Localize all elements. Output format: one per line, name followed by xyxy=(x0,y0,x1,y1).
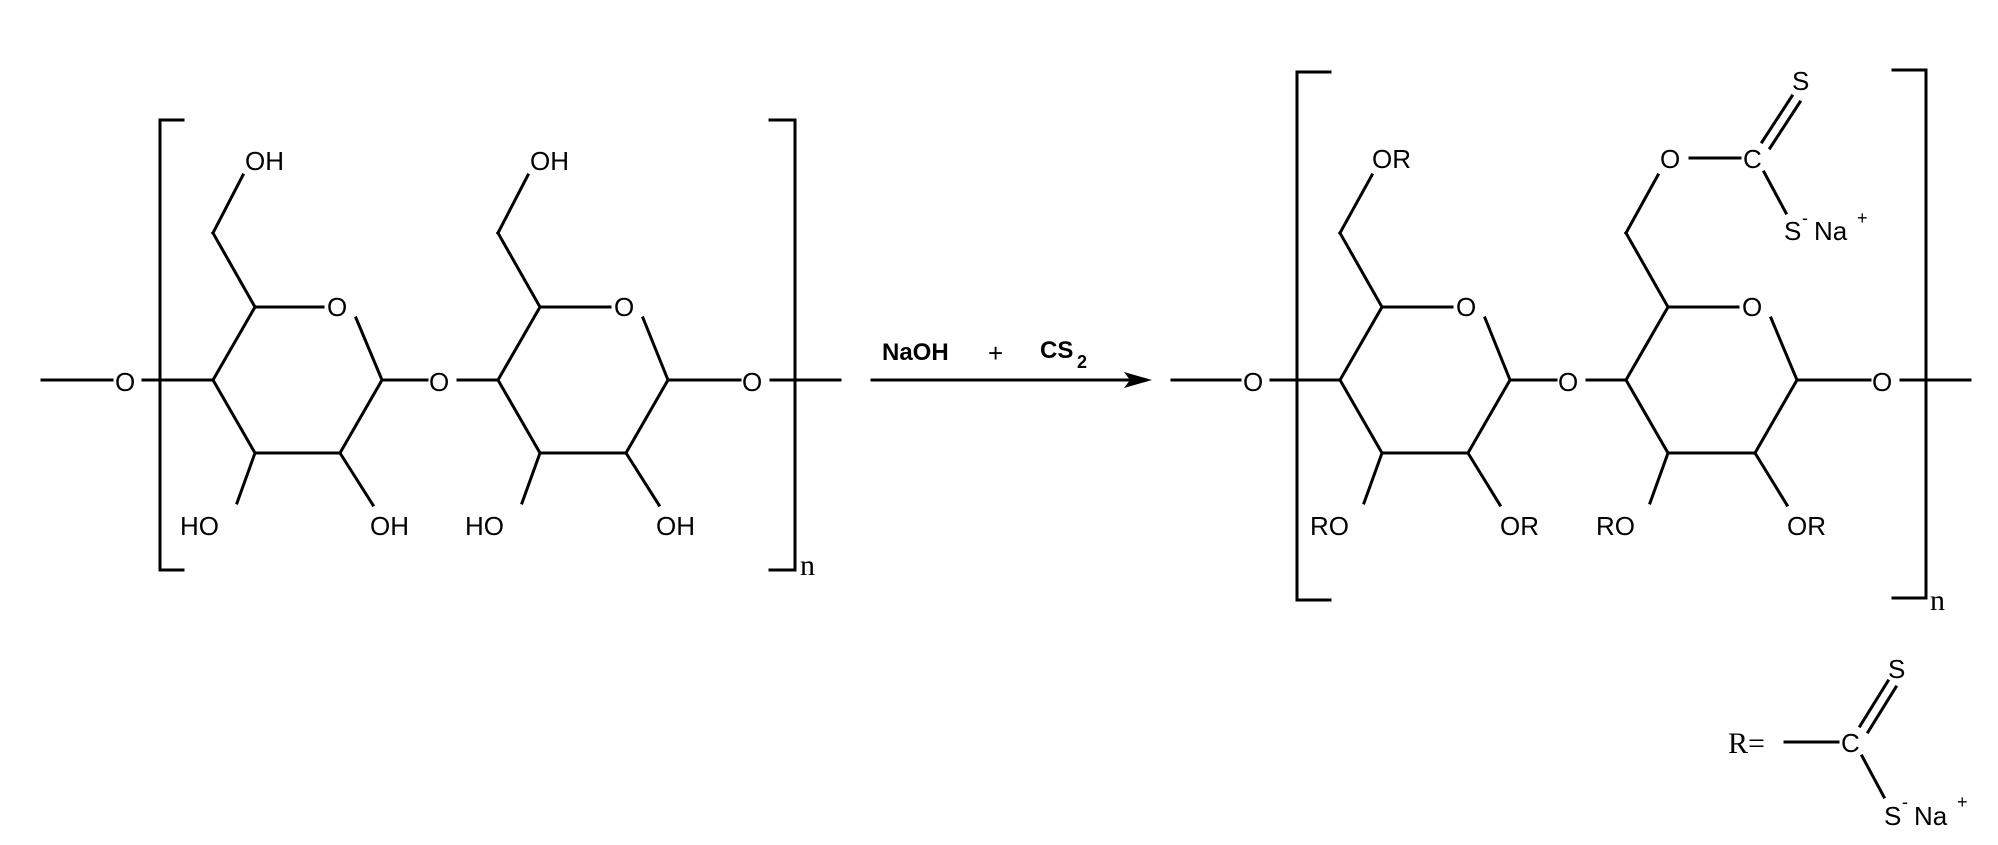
bond xyxy=(210,230,258,310)
thiolate-sulfur: S xyxy=(1884,801,1901,831)
xanthate-oxygen: O xyxy=(1660,144,1680,174)
hydroxyl-c3-1: HO xyxy=(180,511,219,541)
repeat-index-n: n xyxy=(1930,584,1945,617)
glycosidic-oxygen-left: O xyxy=(1243,367,1263,397)
thiolate-sulfur: S xyxy=(1784,216,1801,246)
ring-oxygen-1: O xyxy=(1456,292,1476,322)
bond xyxy=(1362,451,1384,505)
hydroxyl-c6-2: OH xyxy=(530,146,569,176)
double-bond xyxy=(1759,93,1795,145)
reagent-naoh: NaOH xyxy=(882,339,949,366)
ether-c3-1: RO xyxy=(1310,511,1349,541)
left-bracket xyxy=(158,118,185,572)
minus-charge: - xyxy=(1802,208,1808,228)
thione-sulfur: S xyxy=(1888,654,1905,684)
right-bracket xyxy=(1891,68,1928,600)
plus-charge: + xyxy=(1957,792,1968,812)
glycosidic-oxygen-left: O xyxy=(115,367,135,397)
xanthate-ring-1 xyxy=(1337,305,1454,383)
xanthate-ring-2 xyxy=(1623,305,1740,383)
sodium-ion: Na xyxy=(1914,801,1948,831)
glycosidic-oxygen-middle: O xyxy=(429,367,449,397)
reagent-cs2-subscript: 2 xyxy=(1077,352,1087,372)
reaction-arrow-head xyxy=(1124,372,1152,388)
sodium-ion: Na xyxy=(1814,216,1848,246)
ether-c6-1: OR xyxy=(1372,144,1411,174)
ether-c2-2: OR xyxy=(1787,511,1826,541)
double-bond xyxy=(1857,678,1891,729)
xanthate-repeat-unit: n O O OR RO OR O O O C S S - Na xyxy=(1170,66,1972,617)
bond xyxy=(337,450,376,508)
left-bracket xyxy=(1295,70,1332,602)
hydroxyl-c6-1: OH xyxy=(245,146,284,176)
repeat-index-n: n xyxy=(800,549,815,582)
bond xyxy=(1648,451,1670,505)
bond xyxy=(1761,169,1789,216)
hydroxyl-c2-1: OH xyxy=(370,511,409,541)
ring-oxygen-2: O xyxy=(1742,292,1762,322)
bond xyxy=(1623,230,1671,310)
bond xyxy=(1752,450,1790,508)
minus-charge: - xyxy=(1902,792,1908,812)
double-bond xyxy=(1767,99,1803,151)
bond xyxy=(1623,172,1661,236)
ring-oxygen-1: O xyxy=(327,292,347,322)
bond xyxy=(1337,230,1385,310)
r-group-definition: R= C S S - Na + xyxy=(1728,654,1968,831)
ether-c2-1: OR xyxy=(1500,511,1539,541)
hydroxyl-c2-2: OH xyxy=(656,511,695,541)
bond xyxy=(495,172,531,236)
glycosidic-oxygen-right: O xyxy=(1872,367,1892,397)
hydroxyl-c3-2: HO xyxy=(465,511,504,541)
bond xyxy=(1465,450,1503,508)
double-bond xyxy=(1865,684,1899,735)
glycosidic-oxygen-middle: O xyxy=(1558,367,1578,397)
thione-sulfur: S xyxy=(1792,66,1809,96)
glucose-ring-2 xyxy=(495,305,612,383)
xanthate-carbon: C xyxy=(1841,728,1860,758)
cellulose-repeat-unit: n O O OH HO OH O O OH HO OH O xyxy=(40,118,842,582)
bond xyxy=(520,451,542,505)
reagent-plus: + xyxy=(988,338,1003,368)
bond xyxy=(623,450,662,508)
ring-oxygen-2: O xyxy=(614,292,634,322)
reagent-cs2: CS xyxy=(1040,337,1073,364)
bond xyxy=(495,230,543,310)
bond xyxy=(1859,753,1887,800)
plus-charge: + xyxy=(1857,208,1868,228)
xanthate-carbon: C xyxy=(1743,144,1762,174)
glucose-ring-1 xyxy=(210,305,325,383)
bond xyxy=(235,451,257,505)
glycosidic-oxygen-right: O xyxy=(742,367,762,397)
reaction-arrow-group: NaOH + CS 2 xyxy=(870,337,1152,388)
bond xyxy=(1337,172,1375,236)
r-label: R= xyxy=(1728,727,1765,760)
right-bracket xyxy=(768,118,797,572)
bond xyxy=(210,172,246,236)
ether-c3-2: RO xyxy=(1596,511,1635,541)
